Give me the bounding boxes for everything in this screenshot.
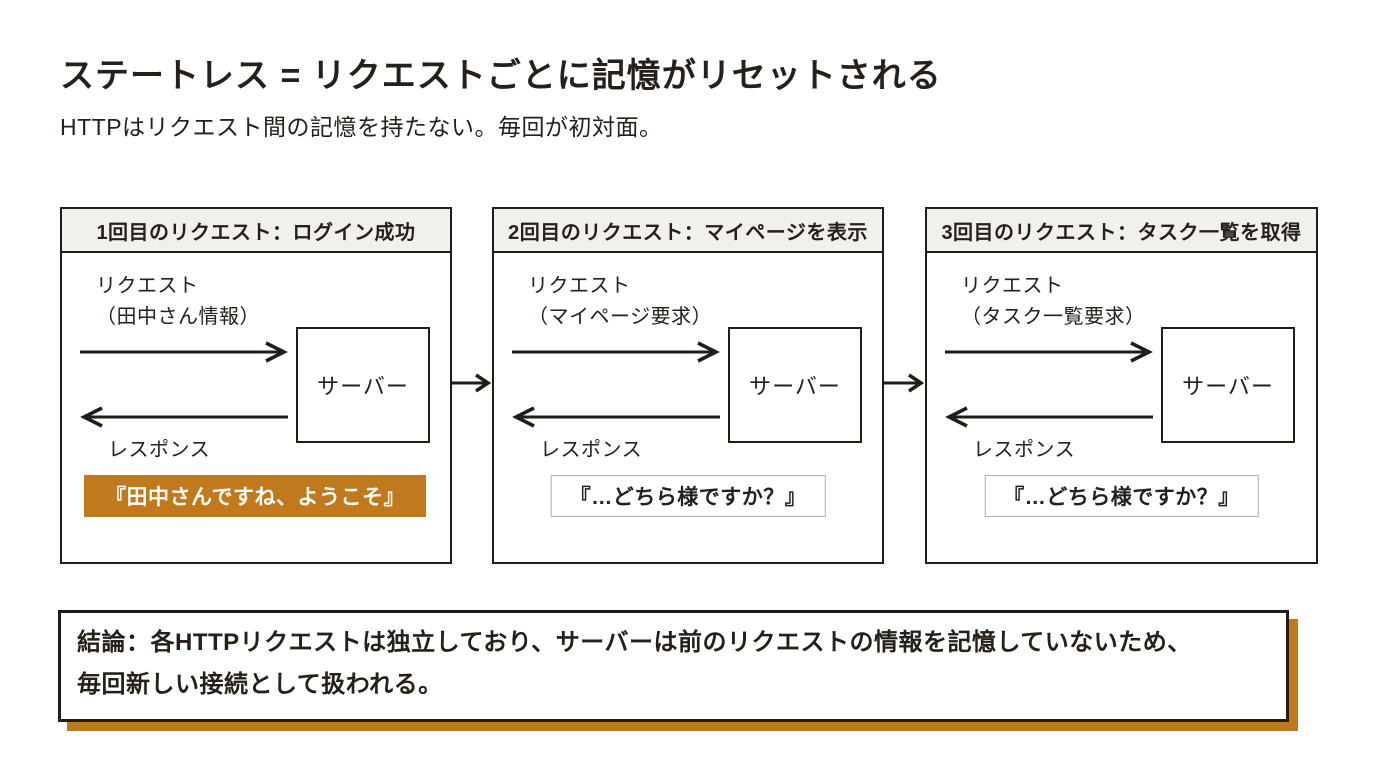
request-label-block: リクエスト （タスク一覧要求）	[961, 271, 1146, 333]
panel-3-header: 3回目のリクエスト：タスク一覧を取得	[927, 209, 1316, 253]
response-arrow-icon	[945, 406, 1153, 428]
panel-2-header: 2回目のリクエスト：マイページを表示	[494, 209, 882, 253]
response-arrow-icon	[80, 406, 288, 428]
response-message-highlighted: 『田中さんですね、ようこそ』	[84, 475, 426, 517]
request-panel-3: 3回目のリクエスト：タスク一覧を取得 リクエスト （タスク一覧要求） サーバー …	[925, 207, 1318, 564]
request-arrow-icon	[945, 341, 1153, 363]
panel-connector-arrow-icon	[450, 373, 492, 393]
request-panel-2: 2回目のリクエスト：マイページを表示 リクエスト （マイページ要求） サーバー …	[492, 207, 884, 564]
response-label: レスポンス	[540, 439, 643, 461]
request-label-block: リクエスト （マイページ要求）	[528, 271, 712, 333]
conclusion-line-2: 毎回新しい接続として扱われる。	[77, 671, 443, 698]
server-box: サーバー	[1161, 327, 1295, 443]
request-label-block: リクエスト （田中さん情報）	[96, 271, 260, 333]
response-arrow-icon	[512, 406, 720, 428]
response-message: 『…どちら様ですか？』	[984, 475, 1259, 517]
conclusion-box: 結論：各HTTPリクエストは独立しており、サーバーは前のリクエストの情報を記憶し…	[58, 610, 1289, 722]
server-box: サーバー	[296, 327, 430, 443]
request-panel-1: 1回目のリクエスト：ログイン成功 リクエスト （田中さん情報） サーバー レスポ…	[60, 207, 452, 564]
panel-connector-arrow-icon	[883, 373, 925, 393]
conclusion-line-1: 結論：各HTTPリクエストは独立しており、サーバーは前のリクエストの情報を記憶し…	[77, 629, 1192, 656]
request-label: リクエスト	[528, 275, 631, 297]
request-arrow-icon	[512, 341, 720, 363]
request-detail: （田中さん情報）	[96, 306, 260, 328]
server-box: サーバー	[728, 327, 862, 443]
page-subtitle: HTTPはリクエスト間の記憶を持たない。毎回が初対面。	[60, 114, 663, 140]
response-label: レスポンス	[108, 439, 211, 461]
panel-1-header: 1回目のリクエスト：ログイン成功	[62, 209, 450, 253]
request-label: リクエスト	[961, 275, 1064, 297]
page-title: ステートレス = リクエストごとに記憶がリセットされる	[60, 57, 942, 95]
request-detail: （タスク一覧要求）	[961, 306, 1146, 328]
request-arrow-icon	[80, 341, 288, 363]
request-detail: （マイページ要求）	[528, 306, 713, 328]
response-message: 『…どちら様ですか？』	[550, 475, 826, 517]
request-label: リクエスト	[96, 275, 199, 297]
response-label: レスポンス	[973, 439, 1076, 461]
